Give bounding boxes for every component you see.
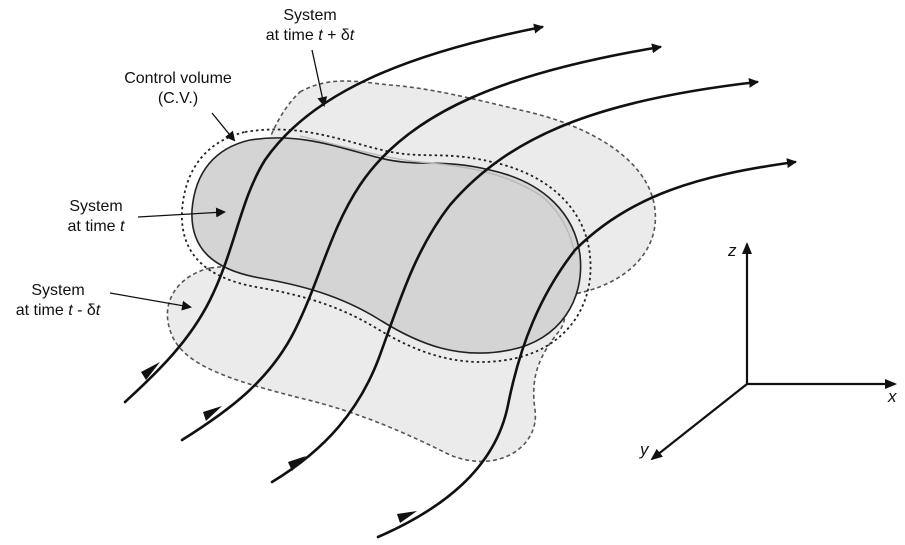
streamline-4	[376, 158, 797, 539]
x-axis-label: x	[887, 387, 897, 406]
leader-system-future	[311, 49, 328, 107]
label-system-now-line1: System	[69, 198, 122, 215]
control-volume-boundary	[181, 128, 592, 363]
y-axis	[650, 383, 748, 461]
z-axis-label: z	[727, 241, 737, 260]
leader-system-now	[137, 207, 226, 218]
streamline-3	[270, 77, 759, 484]
streamlines	[123, 23, 797, 539]
streamline-2	[180, 43, 662, 442]
leader-control-volume	[211, 112, 236, 142]
leader-system-past	[109, 292, 192, 311]
streamline-4-inflow-arrow	[397, 511, 417, 523]
label-control-volume-line1: Control volume	[124, 70, 232, 87]
label-system-now-line2: at time t	[68, 218, 125, 235]
label-system-past-line2: at time t - δt	[16, 302, 101, 319]
coordinate-axes	[650, 242, 897, 461]
y-axis-label: y	[639, 440, 650, 459]
system-future-inner-edge	[299, 135, 576, 256]
streamline-3-inflow-arrow	[288, 456, 306, 471]
label-system-future-line2: at time t + δt	[266, 27, 355, 44]
system-now-region	[191, 137, 582, 354]
streamline-1-inflow-arrow	[141, 362, 160, 380]
label-system-future-line1: System	[283, 7, 336, 24]
label-system-past-line1: System	[31, 282, 84, 299]
label-control-volume-line2: (C.V.)	[158, 90, 198, 107]
streamline-1	[123, 23, 544, 404]
streamline-2-inflow-arrow	[203, 406, 222, 421]
leader-lines	[109, 49, 328, 311]
inflow-arrowheads	[141, 362, 417, 523]
